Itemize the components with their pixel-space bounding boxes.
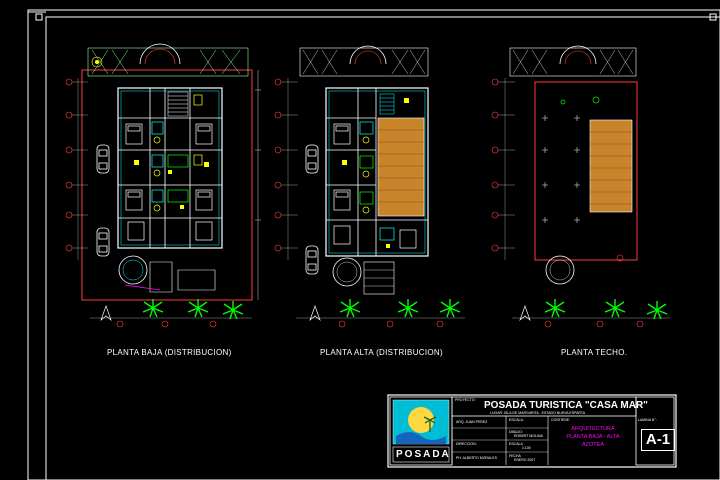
plan-label-planta-baja: PLANTA BAJA (DISTRIBUCION) bbox=[107, 348, 232, 357]
outer-border bbox=[27, 9, 720, 480]
plan-label-planta-techo: PLANTA TECHO. bbox=[561, 348, 628, 357]
plan-planta-techo bbox=[491, 45, 670, 328]
project-field-label: PROYECTO: bbox=[455, 398, 476, 402]
content-field-label: CONTIENE: bbox=[551, 418, 571, 422]
plan-label-planta-alta: PLANTA ALTA (DISTRIBUCION) bbox=[320, 348, 443, 357]
content-line-3: AZOTEA bbox=[581, 442, 604, 448]
wood-deck bbox=[377, 117, 425, 217]
logo-text: POSADA bbox=[396, 449, 451, 460]
corner-mark bbox=[709, 13, 717, 21]
tb-row-3-label: ESCALA bbox=[509, 442, 523, 446]
tb-row-2-label: DIBUJO: bbox=[509, 430, 523, 434]
tb-row-4-value: ENERO 2007 bbox=[514, 458, 536, 462]
tb-row-1-label: ESCALA: bbox=[509, 418, 524, 422]
plan-planta-alta bbox=[274, 45, 465, 328]
wood-roof bbox=[589, 119, 633, 213]
content-line-2: PLANTA BAJA - ALTA bbox=[566, 434, 620, 440]
sheet-number: A-1 bbox=[641, 429, 675, 451]
inner-border bbox=[45, 16, 720, 480]
tb-row-3-value: 1:100 bbox=[522, 446, 531, 450]
tb-row-3-left: DIRECCION: bbox=[456, 442, 477, 446]
project-title: POSADA TURISTICA "CASA MAR" bbox=[484, 400, 648, 411]
sheet-field-label: LAMINA N°: bbox=[638, 418, 657, 422]
plan-planta-baja bbox=[65, 43, 261, 328]
tb-row-1-left: ARQ. JUAN PEREZ bbox=[456, 420, 488, 424]
project-subtitle: LUGAR: ISLA DE MARGARITA - ESTADO NUEVA … bbox=[490, 411, 586, 415]
corner-mark bbox=[35, 13, 43, 21]
tb-row-4-left: PH. ALBERTO MORALES bbox=[456, 456, 497, 460]
content-line-1: ARQUITECTURA bbox=[571, 426, 615, 432]
tb-row-4-label: FECHA bbox=[509, 454, 521, 458]
tb-row-2-value: ROBERT MOLINA bbox=[514, 434, 543, 438]
